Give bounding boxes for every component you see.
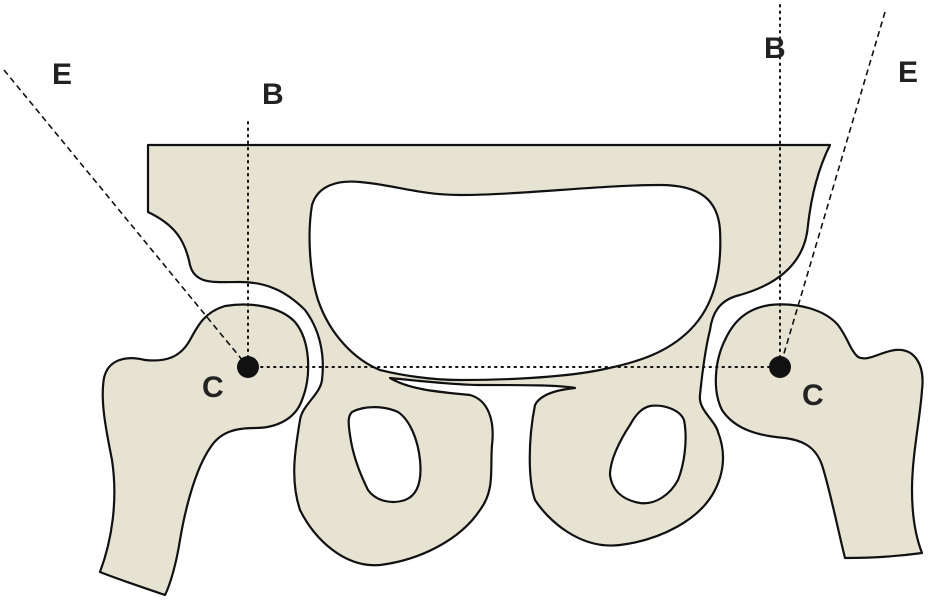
left-femoral-head-center bbox=[237, 356, 259, 378]
right-b-label: B bbox=[764, 32, 786, 65]
right-e-dashed-line bbox=[779, 11, 886, 368]
left-c-label: C bbox=[202, 371, 224, 404]
right-obturator-foramen bbox=[608, 404, 687, 505]
left-obturator-foramen bbox=[347, 406, 422, 504]
right-femur bbox=[714, 303, 924, 560]
right-femoral-head-center bbox=[769, 356, 791, 378]
left-femur bbox=[98, 303, 310, 597]
left-b-label: B bbox=[262, 78, 284, 111]
left-e-label: E bbox=[52, 58, 72, 91]
right-c-label: C bbox=[802, 379, 824, 412]
left-e-dashed-line bbox=[3, 69, 249, 368]
right-e-label: E bbox=[898, 56, 918, 89]
